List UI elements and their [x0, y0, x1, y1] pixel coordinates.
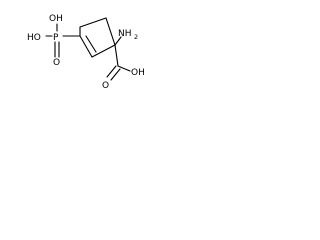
- label-phosphonate-ho-left: HO: [27, 33, 41, 43]
- label-phosphorus: P: [53, 33, 59, 43]
- bond-ring-c1-c2: [91, 44, 116, 58]
- bond-ring-c4-c5: [79, 17, 107, 28]
- bond-c-oh: [117, 65, 131, 72]
- label-phosphonate-oh-top: OH: [49, 14, 63, 24]
- molecule-diagram: OH HO P O NH 2 O OH: [27, 14, 145, 91]
- label-amine-subscript: 2: [134, 33, 138, 41]
- bond-c-o-double-b: [110, 68, 121, 81]
- bond-c1-n: [114, 36, 122, 46]
- label-carboxyl-oh: OH: [131, 68, 145, 78]
- label-phosphoryl-oxygen: O: [53, 58, 60, 68]
- bond-ring-c5-c1: [105, 17, 116, 46]
- bond-c-o-double-a: [106, 65, 117, 78]
- label-carboxyl-oxygen: O: [102, 81, 109, 91]
- bond-ring-c2-c3: [79, 35, 93, 58]
- bond-ring-c2-c3-double: [85, 35, 97, 53]
- label-amine: NH: [118, 29, 132, 39]
- bond-c1-ccooh: [114, 44, 119, 67]
